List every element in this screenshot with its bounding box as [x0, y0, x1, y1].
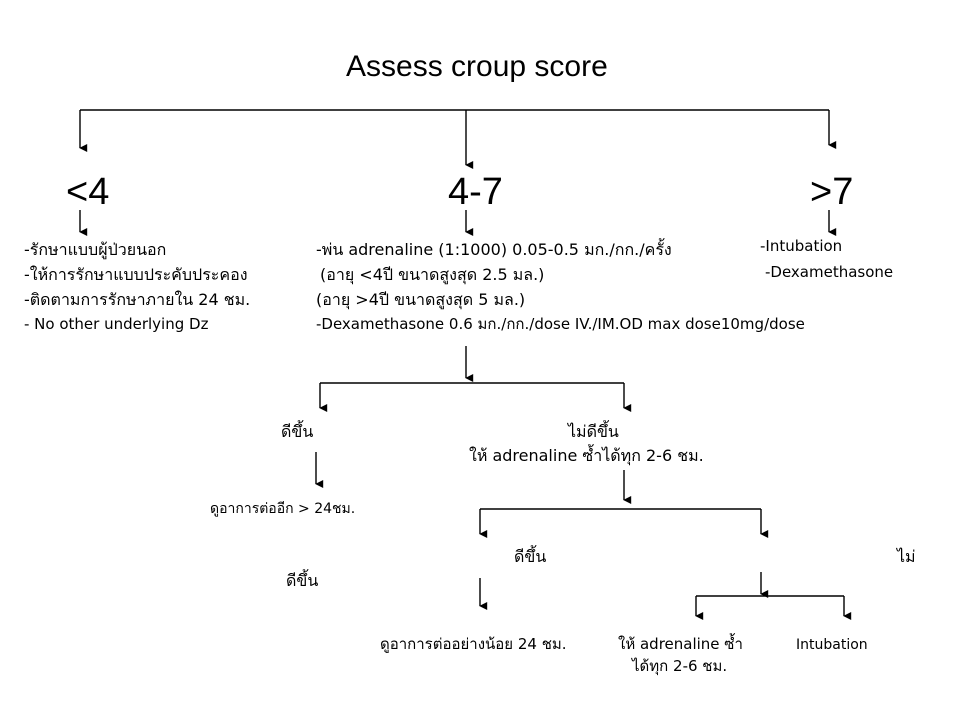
lt4-item: -ให้การรักษาแบบประคับประคอง	[24, 265, 248, 284]
mid-item: (อายุ >4ปี ขนาดสูงสุด 5 มล.)	[316, 290, 526, 309]
gt7-item-intubation: -Intubation	[760, 237, 843, 255]
level2-better-label: ดีขึ้น	[514, 547, 547, 566]
level2-not-better-label-part2: ดีขึ้น	[286, 571, 319, 590]
level2-observe-least-label: ดูอาการต่ออย่างน้อย 24 ชม.	[380, 635, 567, 653]
lt4-item: - No other underlying Dz	[24, 315, 209, 333]
level2-repeat-adrenaline-line2: ได้ทุก 2-6 ชม.	[632, 657, 728, 675]
level2-intubation-label: Intubation	[796, 637, 868, 653]
mid-item: -Dexamethasone 0.6 มก./กก./dose IV./IM.O…	[316, 315, 805, 333]
level2-repeat-adrenaline-line1: ให้ adrenaline ซ้ำ	[618, 635, 743, 653]
lt4-item: -ติดตามการรักษาภายใน 24 ชม.	[24, 290, 251, 309]
gt7-item-dexamethasone: -Dexamethasone	[765, 263, 894, 281]
level2-not-better-label-part1: ไม่	[897, 547, 916, 566]
level1-not-better-label: ไม่ดีขึ้น	[568, 422, 619, 441]
branch-mid-label: 4-7	[448, 171, 503, 213]
mid-item: (อายุ <4ปี ขนาดสูงสุด 2.5 มล.)	[320, 265, 545, 284]
mid-item: -พ่น adrenaline (1:1000) 0.05-0.5 มก./กก…	[316, 240, 672, 259]
level1-better-label: ดีขึ้น	[281, 422, 314, 441]
level1-observe-label: ดูอาการต่ออีก > 24ชม.	[210, 501, 356, 517]
mid-treatment-list: -พ่น adrenaline (1:1000) 0.05-0.5 มก./กก…	[316, 237, 805, 337]
branch-lt4-label: <4	[66, 171, 110, 213]
lt4-treatment-list: -รักษาแบบผู้ป่วยนอก -ให้การรักษาแบบประคั…	[24, 237, 250, 337]
lt4-item: -รักษาแบบผู้ป่วยนอก	[24, 240, 167, 259]
level1-repeat-adrenaline: ให้ adrenaline ซ้ำได้ทุก 2-6 ชม.	[469, 446, 704, 465]
branch-gt7-label: >7	[810, 171, 854, 213]
diagram-title: Assess croup score	[346, 50, 608, 83]
